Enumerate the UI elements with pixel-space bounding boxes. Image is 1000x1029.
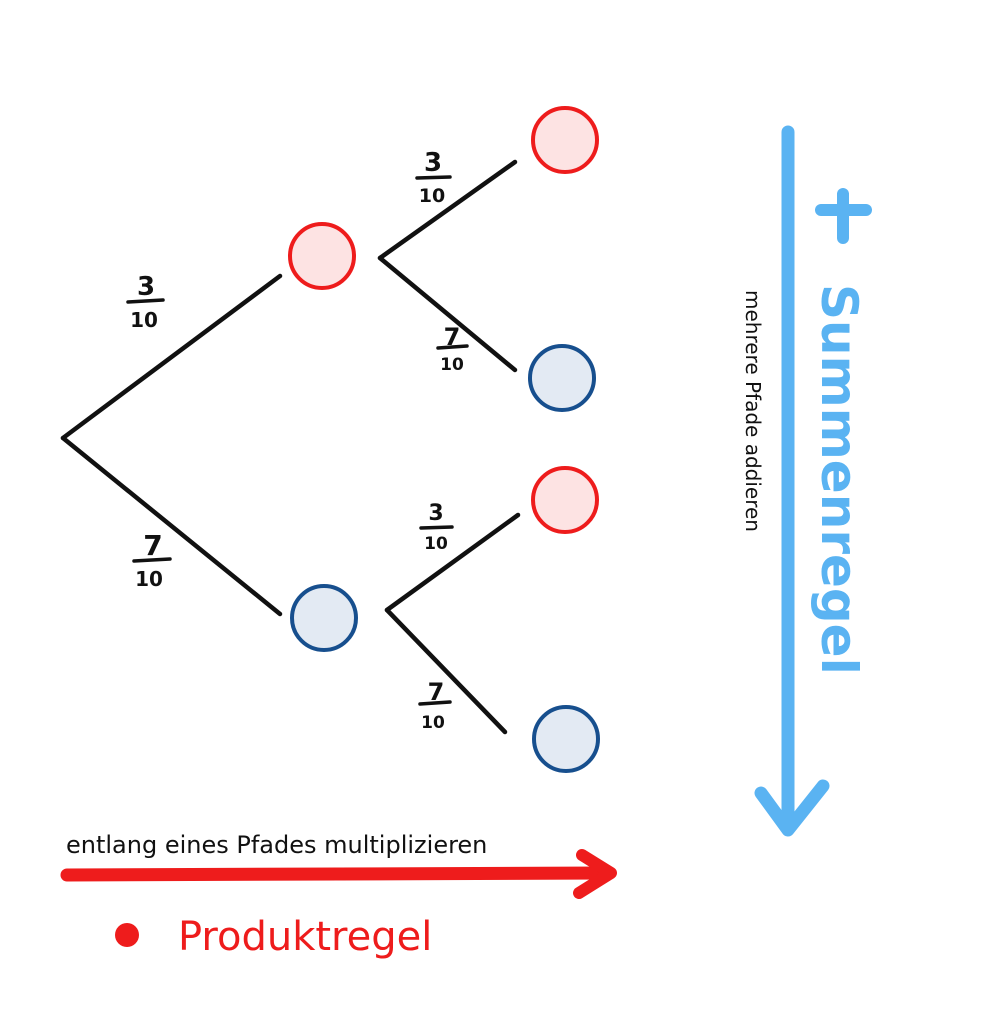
fraction-blue-red: 3 10 [419, 501, 454, 554]
plus-icon [815, 188, 872, 244]
node-blue-level1 [290, 584, 358, 652]
node-red-red [531, 106, 599, 174]
fraction-denominator: 10 [130, 308, 158, 332]
produktregel-arrowhead [573, 849, 617, 899]
fraction-bar [126, 298, 165, 304]
fraction-denominator: 10 [421, 713, 445, 733]
summenregel-arrow [754, 125, 830, 837]
fraction-red-blue: 7 10 [436, 323, 469, 375]
produktregel-arrow-shaft [60, 866, 613, 882]
fraction-root-red: 3 10 [126, 272, 165, 332]
fraction-blue-blue: 7 10 [418, 678, 452, 733]
fraction-denominator: 10 [419, 185, 445, 207]
summenregel-arrowhead [754, 779, 830, 837]
node-blue-blue [532, 705, 600, 773]
fraction-root-blue: 7 10 [132, 529, 172, 591]
node-red-level1 [288, 222, 356, 290]
summenregel-subtitle: mehrere Pfade addieren [741, 290, 765, 532]
fraction-bar [436, 344, 469, 350]
fraction-denominator: 10 [440, 355, 464, 375]
fraction-numerator: 7 [143, 529, 162, 562]
branch-red-red [377, 159, 518, 261]
fraction-numerator: 7 [428, 678, 445, 706]
produktregel-arrow [60, 849, 617, 899]
fraction-numerator: 3 [137, 272, 155, 302]
produktregel-title: Produktregel [178, 914, 432, 960]
node-blue-red [531, 466, 599, 534]
fraction-numerator: 3 [428, 501, 443, 526]
branch-red-blue [377, 255, 518, 373]
fraction-numerator: 3 [424, 148, 442, 178]
summenregel-title: Summenregel [810, 284, 868, 675]
node-red-blue [528, 344, 596, 412]
branch-root-red [60, 273, 283, 441]
fraction-denominator: 10 [424, 534, 448, 554]
fraction-red-red: 3 10 [415, 148, 452, 207]
branch-blue-red [384, 512, 521, 613]
fraction-numerator: 7 [444, 323, 461, 351]
fraction-bar [415, 175, 452, 180]
fraction-bar [418, 700, 452, 706]
produktregel-caption: entlang eines Pfades multiplizieren [66, 831, 487, 859]
branch-blue-blue [384, 607, 508, 735]
fraction-bar [132, 557, 172, 563]
branch-root-blue [60, 435, 283, 617]
bullet-icon [115, 923, 139, 947]
fraction-denominator: 10 [135, 567, 163, 591]
fraction-bar [419, 525, 454, 530]
